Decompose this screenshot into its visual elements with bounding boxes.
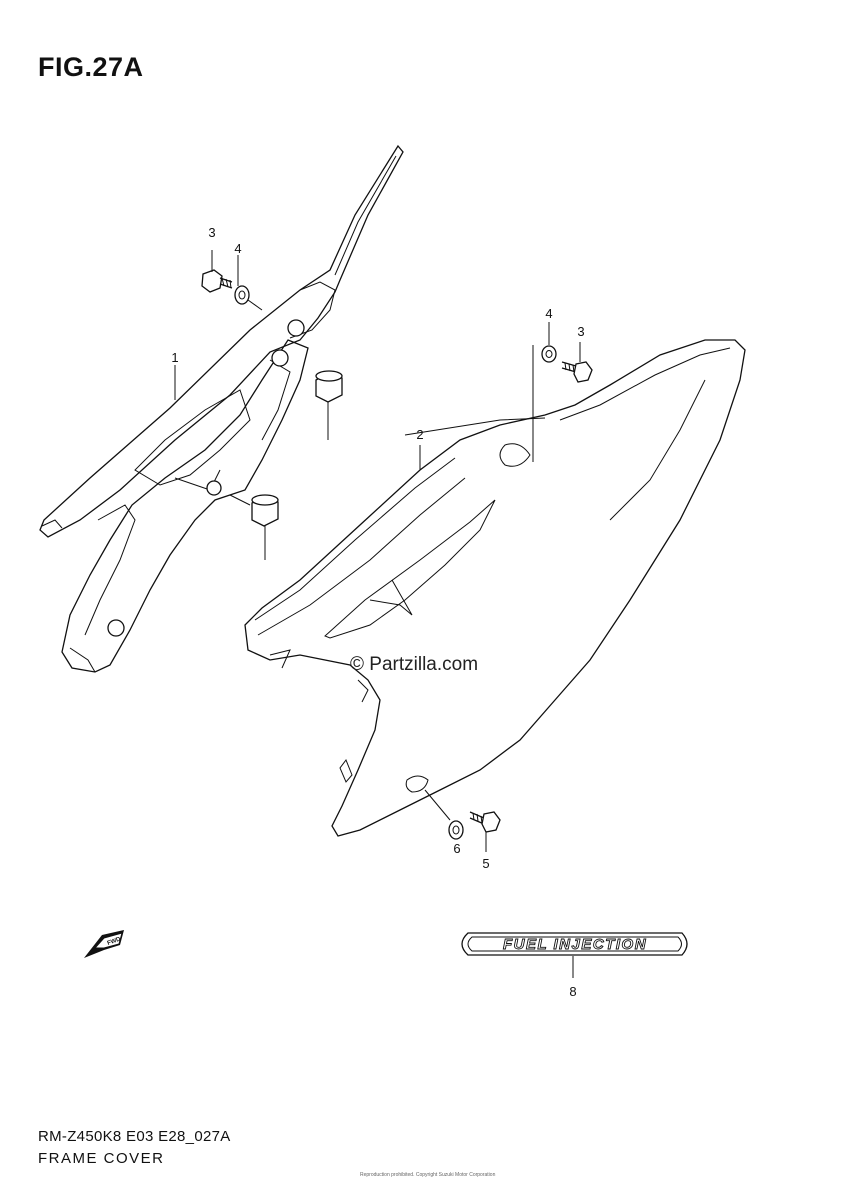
bolt-5 <box>469 811 501 852</box>
copyright-notice: Reproduction prohibited. Copyright Suzuk… <box>360 1172 496 1178</box>
part-1-frame-cover-bracket <box>39 144 404 673</box>
callout-6: 6 <box>453 841 460 856</box>
callout-5: 5 <box>482 856 489 871</box>
part-2-frame-cover <box>244 339 746 837</box>
bolt-3-right <box>561 342 593 383</box>
grommet-upper <box>315 370 343 440</box>
callout-4-right: 4 <box>545 306 552 321</box>
part-8-fuel-injection-emblem: FUEL INJECTION <box>461 932 688 978</box>
fwd-arrow-icon: FWD <box>84 930 124 958</box>
diagram-code: RM-Z450K8 E03 E28_027A <box>38 1128 231 1145</box>
bolt-3-left <box>201 250 233 293</box>
callout-1: 1 <box>171 350 178 365</box>
washer-4-left <box>234 255 263 311</box>
emblem-text: FUEL INJECTION <box>503 936 647 953</box>
callout-3-right: 3 <box>577 324 584 339</box>
washer-4-right <box>541 322 557 363</box>
callout-3-left: 3 <box>208 225 215 240</box>
callout-2: 2 <box>416 427 423 442</box>
fwd-label: FWD <box>107 936 123 947</box>
washer-6 <box>448 820 464 840</box>
grommet-lower <box>251 494 279 560</box>
callout-8: 8 <box>569 984 576 999</box>
leader-washer-6 <box>424 789 451 821</box>
diagram-title: FRAME COVER <box>38 1150 165 1167</box>
leader-grommet-lower <box>229 494 251 506</box>
figure-title: FIG.27A <box>38 52 144 82</box>
callout-4-left: 4 <box>234 241 241 256</box>
partzilla-watermark: © Partzilla.com <box>350 654 478 675</box>
